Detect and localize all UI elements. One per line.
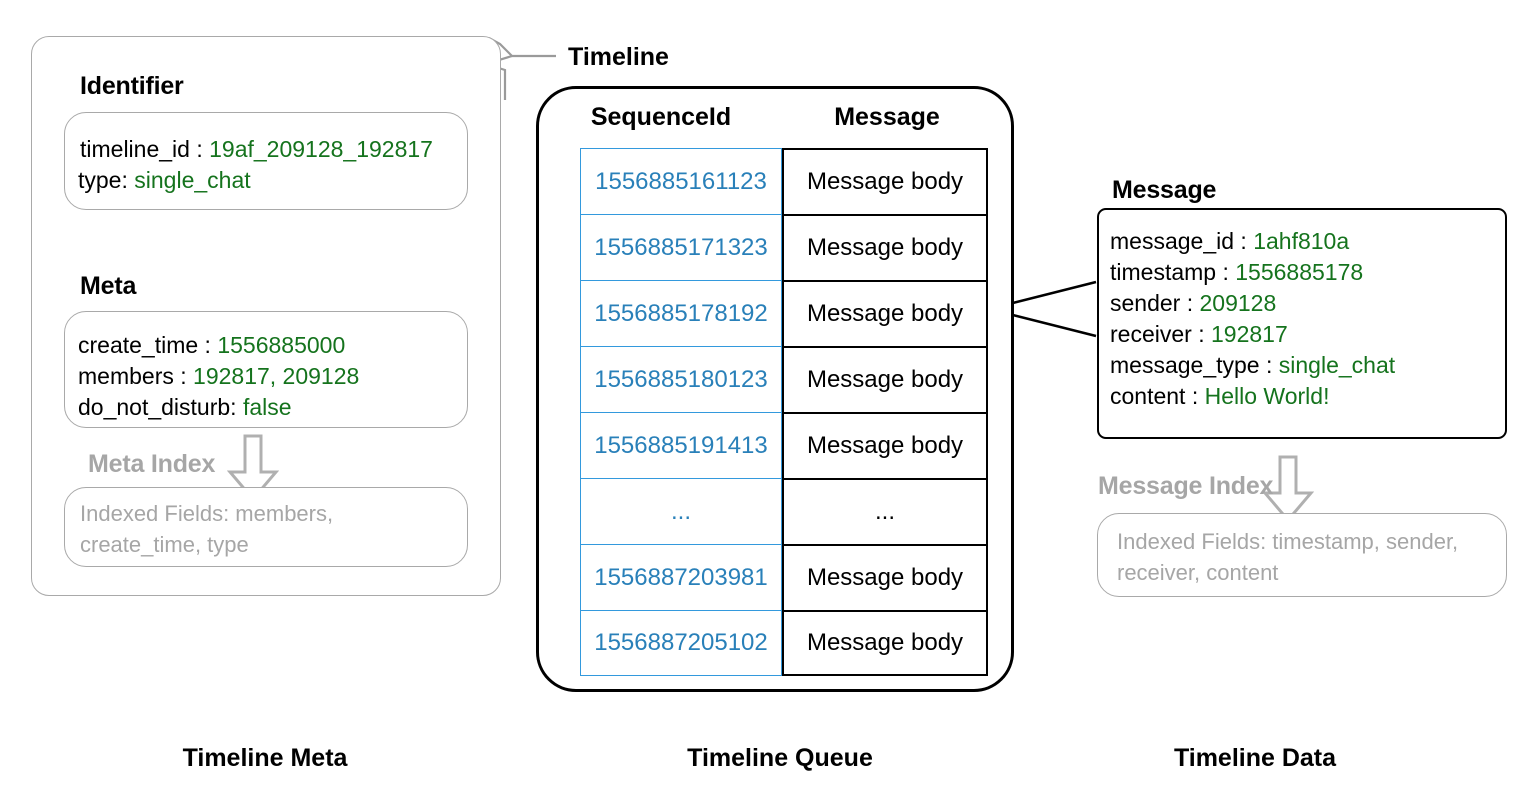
caption-timeline-data: Timeline Data [1173,744,1337,772]
column-header-sequenceid: SequenceId [590,103,732,131]
meta-box [64,311,468,428]
field-row: create_time : 1556885000 [78,330,359,361]
timeline-callout-label: Timeline [568,43,669,71]
meta-index-text: Indexed Fields: members, create_time, ty… [80,501,334,557]
table-cell-sequenceid: 1556885161123 [580,148,782,214]
meta-index-box [64,487,468,567]
field-row: do_not_disturb: false [78,392,359,423]
field-value: false [242,394,292,420]
field-value: 192817, 209128 [193,363,360,389]
message-fields: message_id : 1ahf810a timestamp : 155688… [1110,226,1395,412]
table-cell-message: Message body [782,148,988,214]
field-value: 1556885178 [1235,259,1364,285]
identifier-title: Identifier [80,72,184,100]
message-column: Message body Message body Message body M… [782,148,988,676]
field-value: single_chat [134,167,251,193]
field-key: members : [78,363,187,389]
field-value: 1ahf810a [1253,228,1350,254]
field-row: content : Hello World! [1110,381,1395,412]
field-key: receiver : [1110,321,1205,347]
field-key: timeline_id : [80,136,203,162]
field-key: sender : [1110,290,1194,316]
arrow-down-icon [226,434,280,507]
field-row: members : 192817, 209128 [78,361,359,392]
message-index-box [1097,513,1507,597]
column-header-message: Message [834,103,940,131]
table-cell-message: Message body [782,346,988,412]
table-cell-sequenceid: ... [580,478,782,544]
table-cell-sequenceid: 1556885178192 [580,280,782,346]
message-box [1097,208,1507,439]
meta-title: Meta [80,272,137,300]
field-key: content : [1110,383,1199,409]
field-key: do_not_disturb: [78,394,237,420]
message-index-title: Message Index [1098,472,1274,500]
identifier-fields: timeline_id : 19af_209128_192817 type: s… [78,134,433,196]
field-key: type: [78,167,128,193]
message-index-text: Indexed Fields: timestamp, sender, recei… [1117,529,1459,585]
caption-timeline-queue: Timeline Queue [687,744,873,772]
table-cell-message: Message body [782,610,988,676]
queue-column-headers: SequenceId Message [560,103,990,132]
meta-fields: create_time : 1556885000 members : 19281… [78,330,359,423]
field-value: 209128 [1199,290,1277,316]
table-cell-sequenceid: 1556885171323 [580,214,782,280]
caption-timeline-meta: Timeline Meta [182,744,348,772]
field-value: single_chat [1278,352,1396,378]
field-key: create_time : [78,332,211,358]
field-row: timeline_id : 19af_209128_192817 [80,134,433,165]
table-cell-message: Message body [782,280,988,346]
field-row: receiver : 192817 [1110,319,1395,350]
message-title: Message [1112,176,1217,204]
field-key: message_type : [1110,352,1273,378]
field-value: 192817 [1210,321,1288,347]
field-row: timestamp : 1556885178 [1110,257,1395,288]
table-cell-message: Message body [782,214,988,280]
table-cell-sequenceid: 1556885191413 [580,412,782,478]
table-cell-message: ... [782,478,988,544]
identifier-box [64,112,468,210]
table-cell-sequenceid: 1556887205102 [580,610,782,676]
sequenceid-column: 1556885161123 1556885171323 155688517819… [580,148,782,676]
field-key: message_id : [1110,228,1247,254]
table-cell-message: Message body [782,544,988,610]
meta-index-title: Meta Index [88,450,216,478]
field-row: message_id : 1ahf810a [1110,226,1395,257]
field-value: Hello World! [1204,383,1330,409]
field-row: type: single_chat [78,165,433,196]
field-key: timestamp : [1110,259,1229,285]
table-cell-sequenceid: 1556887203981 [580,544,782,610]
table-cell-sequenceid: 1556885180123 [580,346,782,412]
field-row: sender : 209128 [1110,288,1395,319]
field-value: 1556885000 [217,332,346,358]
table-cell-message: Message body [782,412,988,478]
arrow-down-icon [1261,455,1315,528]
field-row: message_type : single_chat [1110,350,1395,381]
field-value: 19af_209128_192817 [209,136,433,162]
